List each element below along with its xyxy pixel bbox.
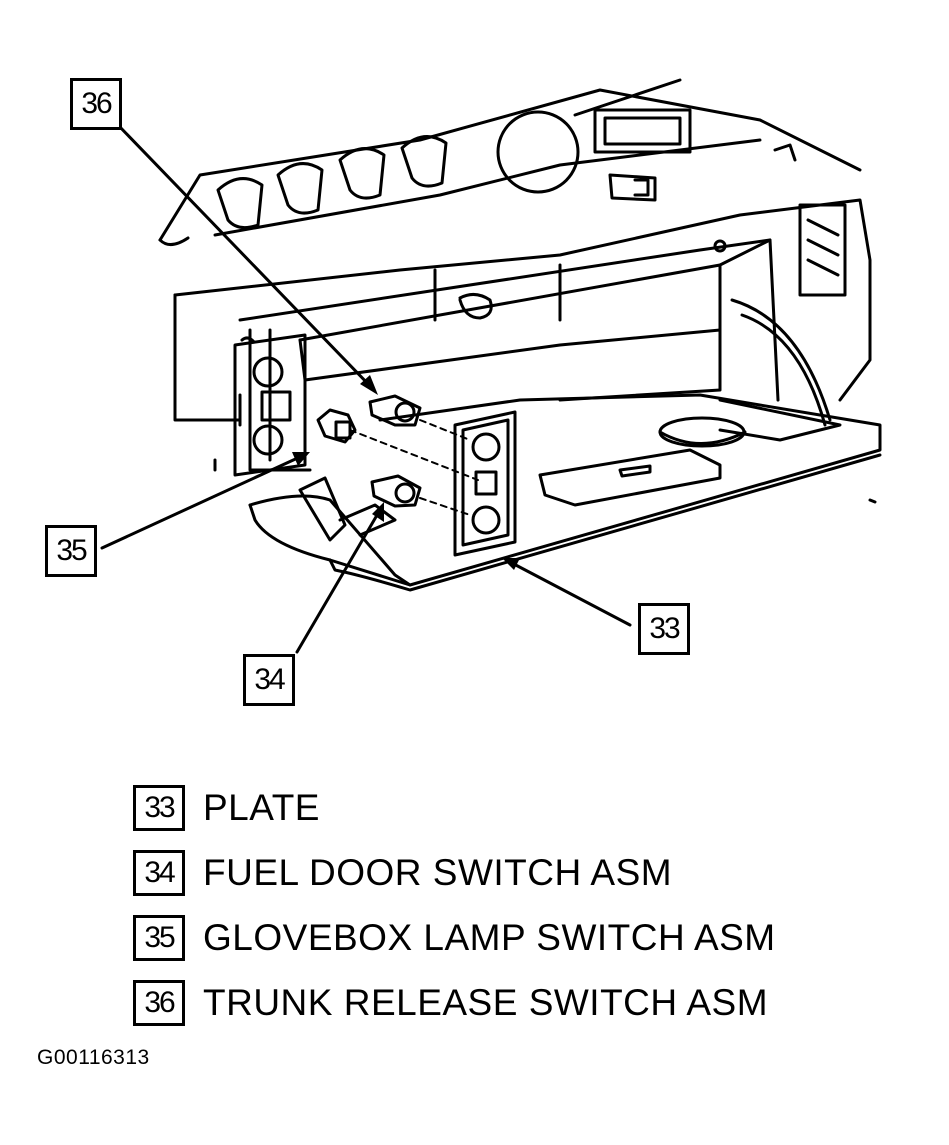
- legend-number: 34: [133, 849, 185, 896]
- legend-number: 33: [133, 784, 185, 831]
- glovebox-diagram: [100, 78, 882, 654]
- dashboard-top: [158, 78, 862, 246]
- legend-label: TRUNK RELEASE SWITCH ASM: [203, 981, 769, 1023]
- legend-item: 33 PLATE: [133, 775, 776, 840]
- alignment-lines: [349, 419, 479, 516]
- legend-number: 35: [133, 914, 185, 961]
- fuel-door-switch: [370, 474, 422, 508]
- left-switch-panel: [213, 333, 307, 477]
- trunk-release-switch: [368, 394, 422, 427]
- legend-number: 36: [133, 979, 185, 1026]
- glovebox-housing: [173, 198, 872, 472]
- callout-35: 35: [45, 525, 97, 577]
- callout-33: 33: [638, 603, 690, 655]
- glovebox-lamp-switch: [316, 408, 357, 444]
- legend: 33 PLATE 34 FUEL DOOR SWITCH ASM 35 GLOV…: [133, 775, 776, 1035]
- legend-item: 35 GLOVEBOX LAMP SWITCH ASM: [133, 905, 776, 970]
- legend-label: FUEL DOOR SWITCH ASM: [203, 851, 673, 893]
- leader-lines: [100, 123, 632, 654]
- legend-label: GLOVEBOX LAMP SWITCH ASM: [203, 916, 776, 958]
- glovebox-door: [248, 393, 882, 592]
- arrowheads: [292, 375, 520, 570]
- figure-id: G00116313: [37, 1046, 150, 1069]
- legend-label: PLATE: [203, 786, 320, 828]
- legend-item: 36 TRUNK RELEASE SWITCH ASM: [133, 970, 776, 1035]
- legend-item: 34 FUEL DOOR SWITCH ASM: [133, 840, 776, 905]
- callout-34: 34: [243, 654, 295, 706]
- callout-36: 36: [70, 78, 122, 130]
- plate-part: [453, 410, 517, 557]
